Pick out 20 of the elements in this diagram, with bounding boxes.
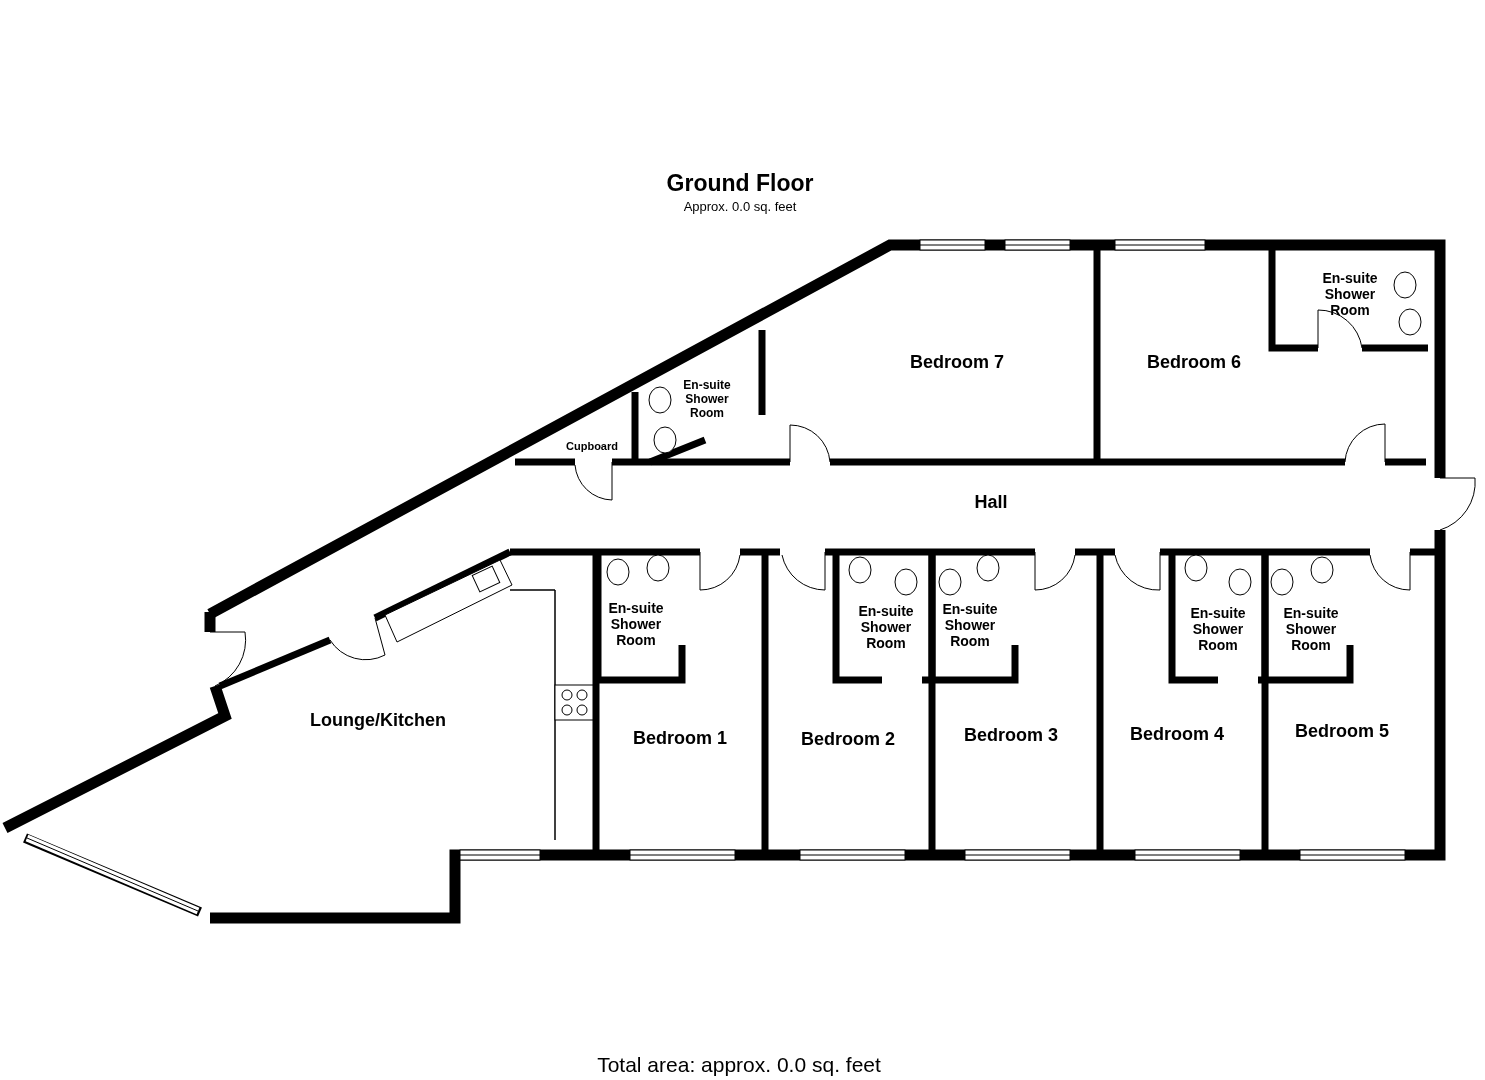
room-label: En-suite Shower Room xyxy=(682,379,732,421)
room-label: Bedroom 2 xyxy=(801,728,895,750)
room-label: Hall xyxy=(974,491,1008,513)
room-label: Bedroom 5 xyxy=(1295,720,1389,742)
room-label: Cupboard xyxy=(566,439,618,453)
room-label: En-suite Shower Room xyxy=(1321,269,1379,319)
caption: Total area: approx. 0.0 sq. feet xyxy=(597,1053,881,1077)
room-label: En-suite Shower Room xyxy=(1189,604,1247,654)
room-label: En-suite Shower Room xyxy=(941,600,999,650)
room-label: En-suite Shower Room xyxy=(857,602,915,652)
room-label: Bedroom 3 xyxy=(964,724,1058,746)
area-note: Approx. 0.0 sq. feet xyxy=(683,199,797,215)
room-label: Bedroom 7 xyxy=(910,351,1004,373)
room-label: Bedroom 1 xyxy=(633,727,727,749)
room-label: Bedroom 6 xyxy=(1147,351,1241,373)
room-label: En-suite Shower Room xyxy=(607,599,665,649)
room-label: En-suite Shower Room xyxy=(1282,604,1340,654)
title: Ground Floor xyxy=(666,169,814,197)
room-label: Lounge/Kitchen xyxy=(310,709,446,731)
room-label: Bedroom 4 xyxy=(1130,723,1224,745)
